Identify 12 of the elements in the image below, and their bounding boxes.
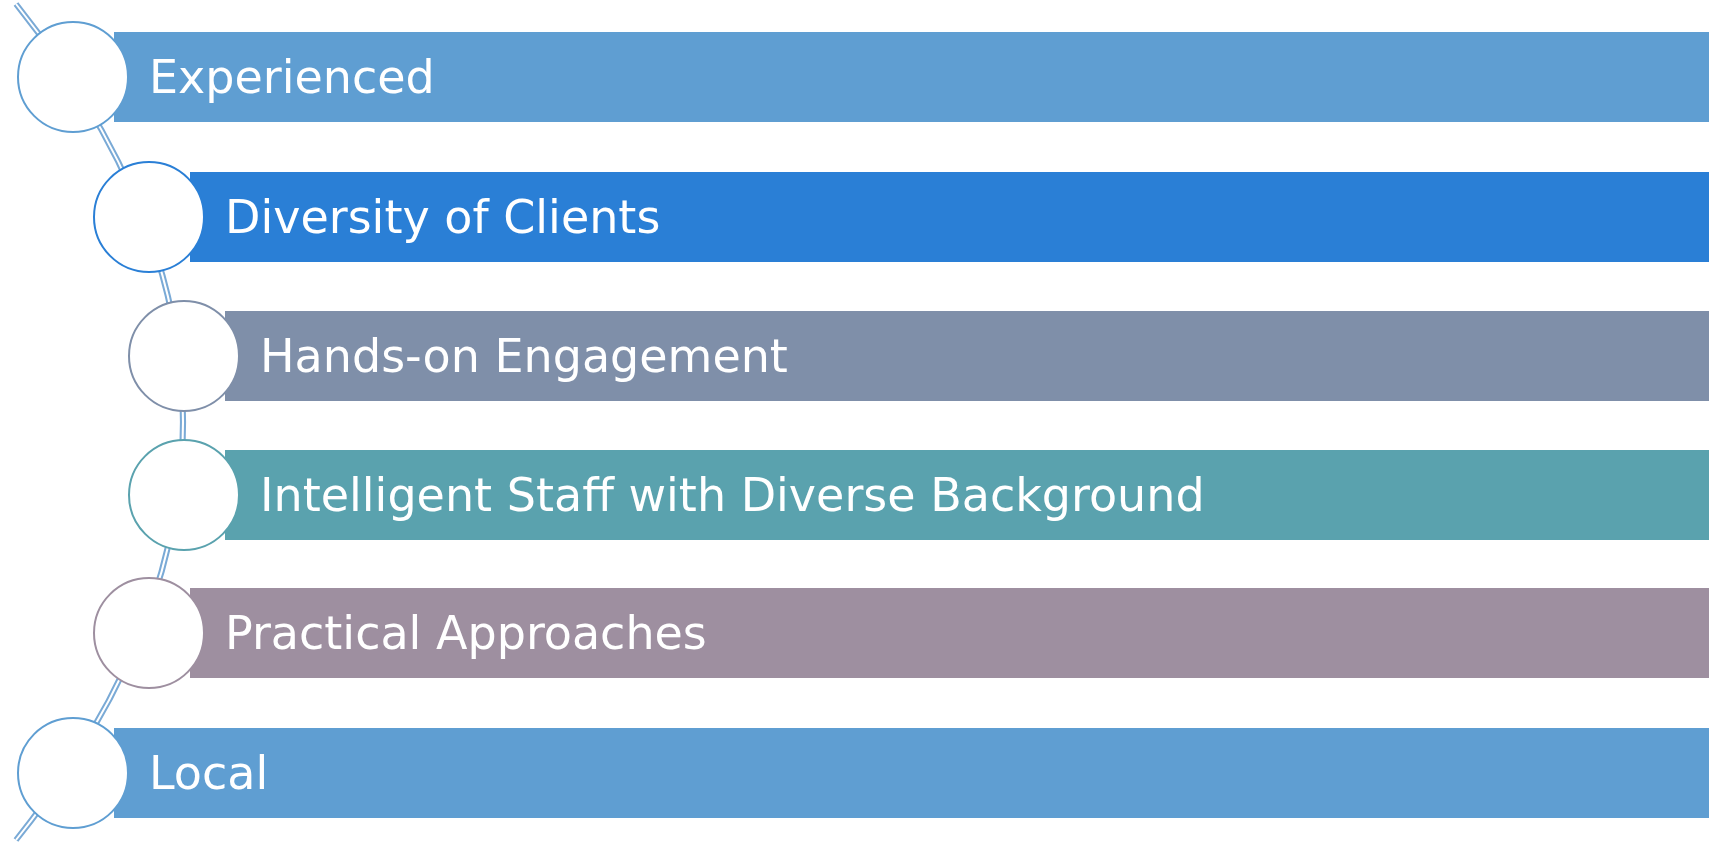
item-label: Hands-on Engagement: [260, 329, 788, 383]
list-bar: [190, 172, 1709, 262]
list-bar: [114, 728, 1709, 818]
item-label: Diversity of Clients: [225, 190, 661, 244]
list-bar: [225, 311, 1709, 401]
item-label: Experienced: [149, 50, 435, 104]
item-label: Intelligent Staff with Diverse Background: [260, 468, 1205, 522]
item-label: Practical Approaches: [225, 606, 707, 660]
list-bar: [190, 588, 1709, 678]
item-label: Local: [149, 746, 269, 800]
list-bar: [225, 450, 1709, 540]
list-bar: [114, 32, 1709, 122]
